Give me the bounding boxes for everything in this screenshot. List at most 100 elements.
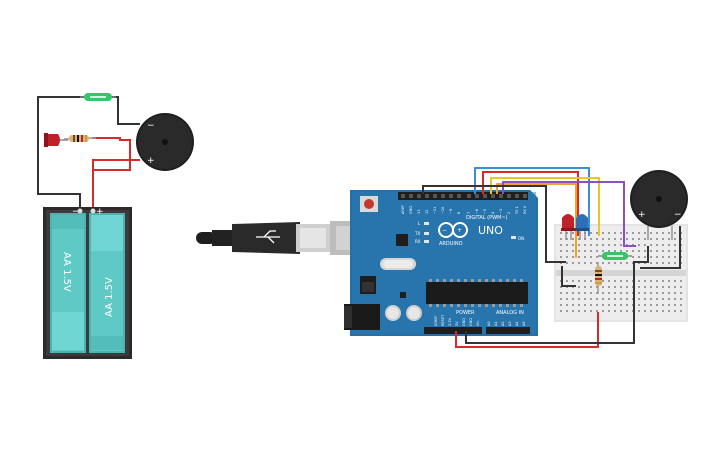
breadboard-hole[interactable] [638, 232, 640, 234]
buzzer-right[interactable]: + − [630, 170, 688, 240]
breadboard-hole[interactable] [602, 244, 604, 246]
red-led-left[interactable] [44, 133, 68, 147]
blue-led-right[interactable] [575, 214, 589, 240]
wire-red-pin[interactable] [482, 171, 579, 236]
breadboard-hole[interactable] [668, 286, 670, 288]
breadboard-hole[interactable] [638, 304, 640, 306]
reset-button-icon[interactable] [360, 196, 378, 212]
breadboard-hole[interactable] [584, 304, 586, 306]
breadboard-hole[interactable] [590, 280, 592, 282]
wire-black-left-loop[interactable] [37, 96, 84, 210]
breadboard-hole[interactable] [650, 286, 652, 288]
breadboard-hole[interactable] [596, 238, 598, 240]
breadboard-hole[interactable] [560, 304, 562, 306]
breadboard-hole[interactable] [626, 238, 628, 240]
breadboard-hole[interactable] [596, 286, 598, 288]
breadboard-hole[interactable] [668, 262, 670, 264]
breadboard-hole[interactable] [662, 238, 664, 240]
resistor-right[interactable] [595, 262, 602, 294]
breadboard-hole[interactable] [608, 292, 610, 294]
breadboard-hole[interactable] [590, 256, 592, 258]
breadboard-hole[interactable] [644, 286, 646, 288]
breadboard-hole[interactable] [602, 262, 604, 264]
breadboard-hole[interactable] [668, 304, 670, 306]
breadboard-hole[interactable] [572, 298, 574, 300]
wire-black-bb[interactable] [640, 226, 681, 269]
tilt-sensor-left[interactable] [80, 93, 116, 101]
breadboard-hole[interactable] [590, 250, 592, 252]
breadboard-hole[interactable] [668, 256, 670, 258]
breadboard-hole[interactable] [620, 286, 622, 288]
breadboard-hole[interactable] [584, 262, 586, 264]
breadboard-hole[interactable] [674, 304, 676, 306]
breadboard-hole[interactable] [674, 298, 676, 300]
breadboard-hole[interactable] [578, 286, 580, 288]
breadboard-hole[interactable] [566, 262, 568, 264]
breadboard-hole[interactable] [662, 232, 664, 234]
breadboard-hole[interactable] [638, 286, 640, 288]
breadboard-hole[interactable] [674, 232, 676, 234]
breadboard-hole[interactable] [578, 298, 580, 300]
breadboard-hole[interactable] [674, 262, 676, 264]
breadboard-hole[interactable] [662, 304, 664, 306]
breadboard-hole[interactable] [674, 292, 676, 294]
breadboard-hole[interactable] [596, 304, 598, 306]
breadboard-hole[interactable] [578, 280, 580, 282]
breadboard-hole[interactable] [662, 292, 664, 294]
breadboard-hole[interactable] [680, 286, 682, 288]
breadboard-hole[interactable] [566, 244, 568, 246]
breadboard-hole[interactable] [680, 310, 682, 312]
breadboard-hole[interactable] [638, 244, 640, 246]
breadboard-hole[interactable] [602, 310, 604, 312]
breadboard-hole[interactable] [578, 304, 580, 306]
wire-red-resistor[interactable] [92, 137, 131, 196]
breadboard-hole[interactable] [602, 304, 604, 306]
breadboard-hole[interactable] [638, 250, 640, 252]
arduino-uno-board[interactable]: AREF GND 13 12 ~11 ~10 ~9 8 7 ~6 ~5 4 ~3… [344, 190, 538, 336]
breadboard-hole[interactable] [656, 250, 658, 252]
breadboard-hole[interactable] [560, 292, 562, 294]
breadboard-hole[interactable] [626, 262, 628, 264]
breadboard-hole[interactable] [578, 310, 580, 312]
breadboard-hole[interactable] [638, 292, 640, 294]
breadboard-hole[interactable] [626, 298, 628, 300]
breadboard-hole[interactable] [614, 280, 616, 282]
breadboard-hole[interactable] [578, 256, 580, 258]
breadboard-hole[interactable] [668, 280, 670, 282]
breadboard-hole[interactable] [620, 262, 622, 264]
breadboard-hole[interactable] [590, 310, 592, 312]
breadboard-hole[interactable] [644, 292, 646, 294]
wire-black-gnd-bottom[interactable] [465, 246, 649, 344]
breadboard-hole[interactable] [614, 286, 616, 288]
breadboard-hole[interactable] [626, 232, 628, 234]
breadboard-hole[interactable] [560, 298, 562, 300]
buzzer-left[interactable]: − + [136, 113, 194, 171]
breadboard-hole[interactable] [674, 238, 676, 240]
breadboard-hole[interactable] [644, 304, 646, 306]
breadboard-hole[interactable] [638, 238, 640, 240]
breadboard-hole[interactable] [650, 250, 652, 252]
breadboard-hole[interactable] [602, 232, 604, 234]
breadboard-hole[interactable] [578, 262, 580, 264]
breadboard-hole[interactable] [680, 304, 682, 306]
breadboard-hole[interactable] [572, 280, 574, 282]
breadboard-hole[interactable] [596, 232, 598, 234]
breadboard-hole[interactable] [590, 286, 592, 288]
breadboard-hole[interactable] [656, 298, 658, 300]
breadboard-hole[interactable] [560, 250, 562, 252]
breadboard-hole[interactable] [608, 286, 610, 288]
tilt-sensor-right[interactable] [598, 252, 632, 260]
breadboard-hole[interactable] [668, 244, 670, 246]
breadboard-hole[interactable] [662, 262, 664, 264]
red-led-right[interactable] [561, 214, 575, 240]
breadboard-hole[interactable] [650, 256, 652, 258]
breadboard-hole[interactable] [608, 244, 610, 246]
breadboard-hole[interactable] [680, 298, 682, 300]
breadboard-hole[interactable] [680, 280, 682, 282]
breadboard-hole[interactable] [590, 244, 592, 246]
breadboard-hole[interactable] [668, 232, 670, 234]
breadboard-hole[interactable] [662, 280, 664, 282]
breadboard-hole[interactable] [566, 256, 568, 258]
breadboard-hole[interactable] [614, 244, 616, 246]
breadboard-hole[interactable] [596, 256, 598, 258]
